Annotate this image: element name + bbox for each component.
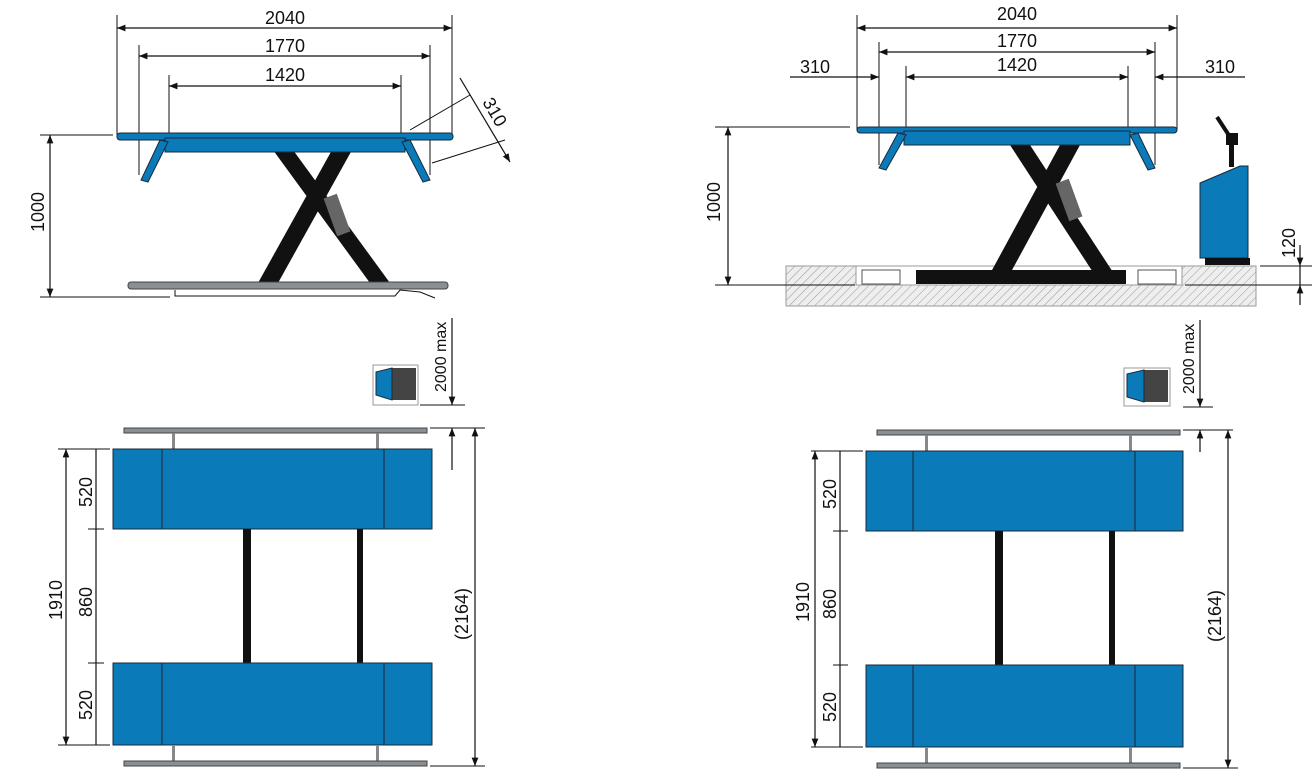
right-plan-view: 2000 max 1910 520 860 520 (2164) bbox=[793, 320, 1238, 769]
dim-label-overall-length: 1910 bbox=[793, 582, 813, 622]
scissor-arm bbox=[985, 145, 1080, 283]
dim-label-ramp-left: 310 bbox=[800, 57, 830, 77]
dim-label-height: 1000 bbox=[704, 182, 724, 222]
dim-label-ramp-length: 310 bbox=[479, 94, 511, 130]
dim-label-pad-top: 520 bbox=[820, 479, 840, 509]
dim-label-gap: 860 bbox=[76, 587, 96, 617]
dim-label-width-mid: 1770 bbox=[997, 31, 1037, 51]
dim-label-pad-bottom: 520 bbox=[76, 690, 96, 720]
hydraulic-cylinder bbox=[323, 193, 351, 237]
dim-label-console-distance: 2000 max bbox=[433, 322, 450, 392]
dim-label-width-inner: 1420 bbox=[265, 65, 305, 85]
dim-label-ramp-right: 310 bbox=[1205, 57, 1235, 77]
dim-label-height: 1000 bbox=[28, 192, 48, 232]
dim-label-pad-bottom: 520 bbox=[820, 692, 840, 722]
left-elevation-view: 2040 1770 1420 310 1000 bbox=[28, 8, 511, 299]
dim-label-console-distance: 2000 max bbox=[1181, 324, 1198, 394]
right-elevation-view: 2040 1770 1420 310 310 1000 bbox=[704, 4, 1312, 307]
dim-label-total-length: (2164) bbox=[1205, 590, 1225, 642]
dim-label-width-inner: 1420 bbox=[997, 55, 1037, 75]
left-plan-view: 2000 max 1910 520 860 520 (2164) bbox=[46, 318, 485, 767]
scissor-arm bbox=[258, 150, 352, 283]
ramp-right bbox=[401, 139, 431, 183]
dim-label-width-mid: 1770 bbox=[265, 36, 305, 56]
dim-label-total-length: (2164) bbox=[452, 588, 472, 640]
dim-label-recess-depth: 120 bbox=[1279, 228, 1299, 258]
dim-label-width-overall: 2040 bbox=[997, 4, 1037, 24]
runway-pad-top bbox=[112, 448, 433, 530]
control-console bbox=[1199, 115, 1250, 265]
dim-label-width-overall: 2040 bbox=[265, 8, 305, 28]
scissor-arm bbox=[1010, 145, 1120, 283]
platform-body bbox=[164, 137, 406, 153]
console-top bbox=[372, 364, 419, 406]
runway-pad-top bbox=[865, 450, 1184, 532]
base-plate bbox=[127, 281, 449, 290]
runway-pad-bottom bbox=[865, 664, 1184, 748]
dim-label-gap: 860 bbox=[820, 589, 840, 619]
console-top bbox=[1123, 367, 1171, 407]
ramp-left bbox=[140, 139, 169, 183]
runway-pad-bottom bbox=[112, 662, 433, 746]
dim-label-pad-top: 520 bbox=[76, 477, 96, 507]
dim-label-overall-length: 1910 bbox=[46, 580, 66, 620]
